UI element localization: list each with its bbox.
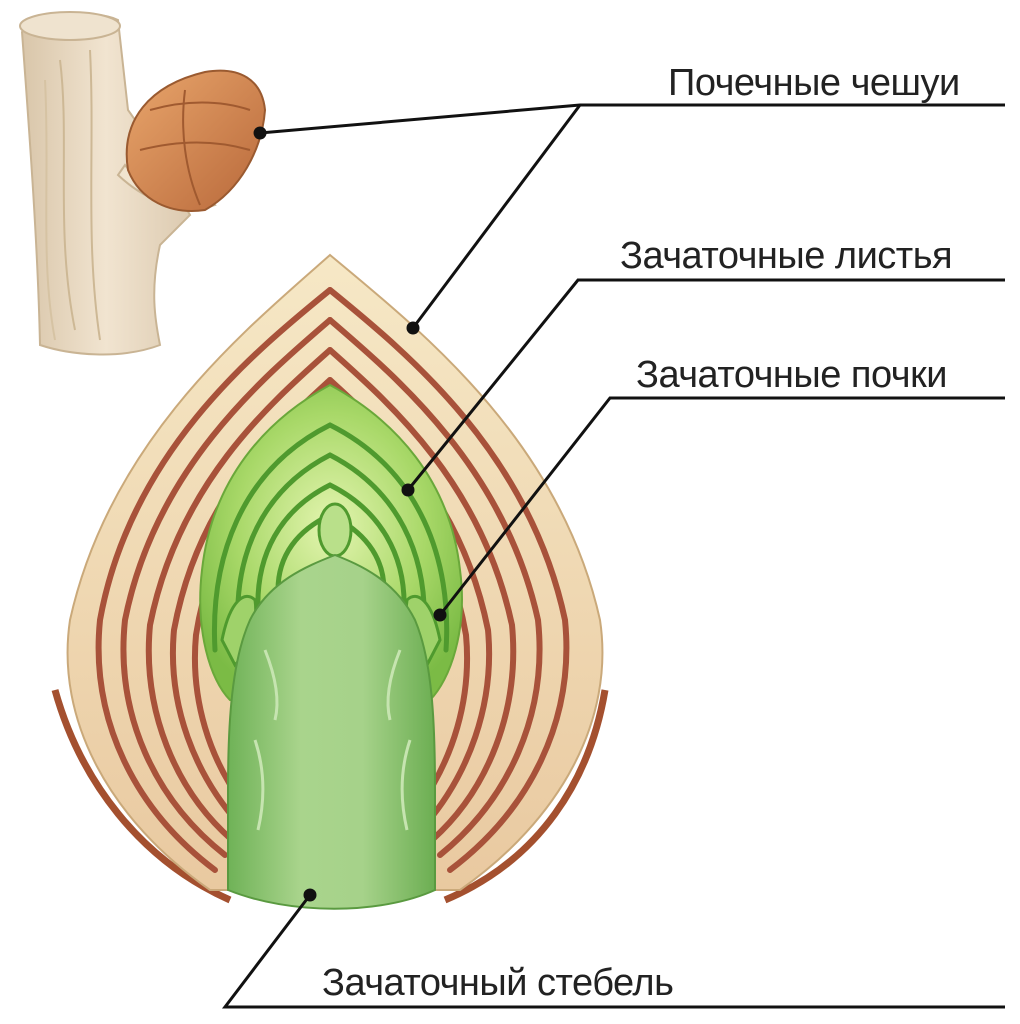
leader-line-bud-scales-lower <box>413 105 580 328</box>
leader-dot <box>403 485 413 495</box>
branch-illustration <box>20 12 265 354</box>
leader-dot <box>408 323 418 333</box>
embryonic-bud-tip <box>319 504 351 556</box>
label-embryonic-leaves: Зачаточные листья <box>620 237 952 275</box>
leader-dot <box>305 890 315 900</box>
embryonic-stem <box>228 555 435 909</box>
branch-cut-top <box>20 12 120 40</box>
branch-bud <box>127 71 265 211</box>
bud-cross-section <box>55 255 605 909</box>
leader-line-bud-scales <box>260 105 1005 133</box>
label-bud-scales: Почечные чешуи <box>668 64 960 102</box>
leader-dot <box>255 128 265 138</box>
leader-dot <box>435 610 445 620</box>
label-embryonic-buds: Зачаточные почки <box>636 356 947 394</box>
label-embryonic-stem: Зачаточный стебель <box>322 964 673 1002</box>
